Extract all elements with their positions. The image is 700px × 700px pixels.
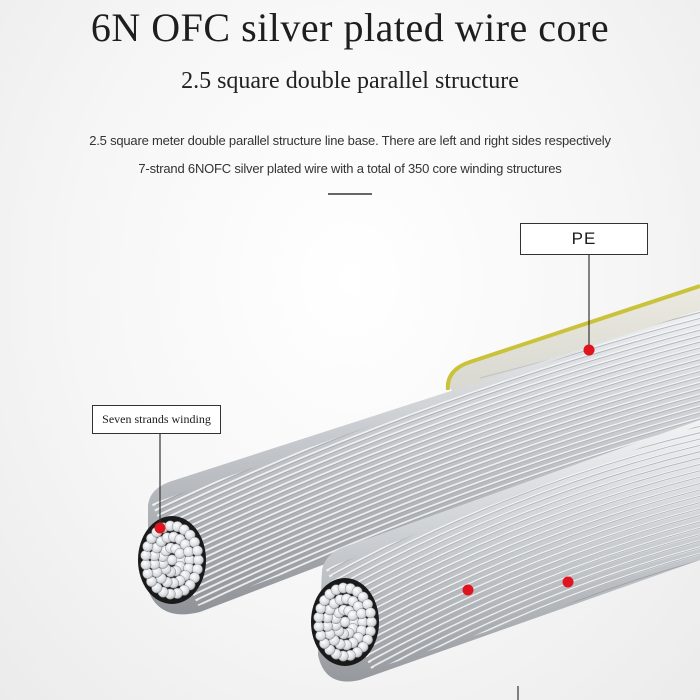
pe-marker-dot: [583, 344, 595, 356]
page-subtitle: 2.5 square double parallel structure: [181, 68, 519, 94]
pe-callout-label: PE: [520, 223, 648, 255]
description-line-1: 2.5 square meter double parallel structu…: [89, 133, 611, 148]
description-line-2: 7-strand 6NOFC silver plated wire with a…: [138, 161, 562, 176]
strands-marker-dot: [154, 522, 166, 534]
core-marker-dot-1: [462, 584, 474, 596]
page-title: 6N OFC silver plated wire core: [90, 5, 610, 50]
title-divider: [328, 193, 372, 195]
wire-bundle-right: [311, 420, 700, 682]
core-marker-dot-2: [562, 576, 574, 588]
strands-callout-label: Seven strands winding: [92, 405, 221, 434]
